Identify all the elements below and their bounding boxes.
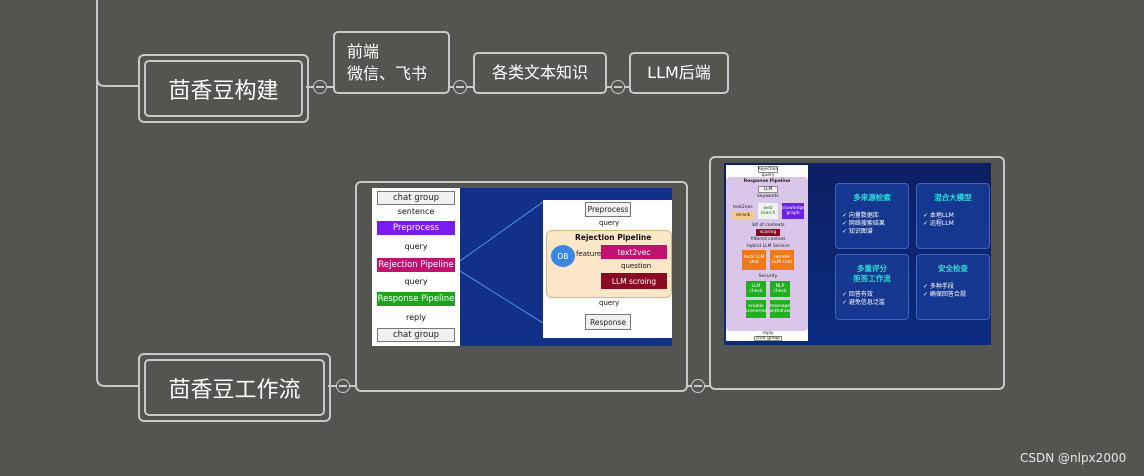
s2-enable-unsafe: enable sceneries [745, 300, 767, 318]
s2-text2vec: text2vec [733, 204, 753, 210]
image-frame-pipeline[interactable] [355, 181, 688, 392]
s2-query: query [761, 173, 775, 178]
card-title-line2: 拒答工作流 [853, 274, 891, 283]
s2-response-pipeline: Response Pipeline [743, 178, 791, 184]
zoom-preprocess: Preprocess [585, 202, 631, 217]
text2vec-box: text2vec [601, 245, 667, 259]
s2-reply: reply [762, 331, 774, 336]
collapse-icon[interactable] [313, 80, 327, 94]
s2-remote-llm: remote LLM chat [770, 250, 794, 270]
s2-chat-group: chat group [754, 336, 782, 341]
flow-column: chat group sentence Preprocess query Rej… [372, 188, 460, 346]
child-frontend[interactable]: 前端 微信、飞书 [333, 31, 450, 94]
child-text-knowledge[interactable]: 各类文本知识 [473, 52, 607, 94]
card-item: ✓ 本地LLM [923, 212, 954, 219]
flow-response: Response Pipeline [377, 292, 455, 306]
question-label: question [621, 262, 652, 270]
rejection-box: Rejection Pipeline DB feature text2vec q… [546, 230, 672, 298]
child-text-knowledge-label: 各类文本知识 [491, 63, 588, 82]
card-multi-scoring: 多重评分 拒答工作流 ✓ 回答有效 ✓ 避免信息泛滥 [835, 254, 909, 320]
image-frame-workflow[interactable] [709, 156, 1005, 390]
s2-message-withdraw: message withdraw [770, 300, 790, 318]
s2-llm-check: LLM check [746, 281, 766, 297]
card-title: 多重评分 [857, 264, 887, 273]
zoom-response: Response [585, 314, 631, 330]
llm-scoring-box: LLM scroing [601, 273, 667, 289]
s2-security: Security [758, 274, 778, 279]
card-item: ✓ 向量数据库 [842, 212, 879, 219]
s2-nlp-check: NLP check [770, 281, 790, 297]
s2-keywords: keywords [757, 194, 779, 199]
flow-query-label: query [404, 277, 428, 286]
build-node-label: 茴香豆构建 [168, 78, 279, 104]
response-pipeline-panel: Rejection query Response Pipeline LLM ke… [726, 165, 808, 341]
card-item: ✓ 确保回答合规 [923, 291, 966, 298]
s2-list-of-contexts: list of contexts [751, 223, 785, 228]
card-item: ✓ 避免信息泛滥 [842, 299, 885, 306]
child-llm-backend[interactable]: LLM后端 [629, 52, 729, 94]
card-hybrid-llm: 混合大模型 ✓ 本地LLM ✓ 远程LLM [916, 183, 990, 249]
s2-llm: LLM [758, 186, 778, 193]
feature-label: feature [576, 250, 602, 258]
flow-reply-label: reply [405, 313, 427, 322]
build-node[interactable]: 茴香豆构建 [138, 54, 309, 123]
flow-rejection: Rejection Pipeline [377, 258, 455, 272]
s2-local-llm: local LLM chat [742, 250, 766, 270]
flow-query-label: query [404, 242, 428, 251]
child-frontend-line1: 前端 [347, 41, 380, 61]
flow-chat-group-top: chat group [377, 191, 455, 205]
zoom-query-bottom: query [599, 299, 620, 307]
rejection-title: Rejection Pipeline [575, 233, 652, 242]
collapse-icon[interactable] [453, 80, 467, 94]
zoom-lines [459, 201, 544, 324]
card-item: ✓ 回答有效 [842, 291, 873, 298]
s2-rejection: Rejection [757, 166, 779, 173]
zoom-query-top: query [599, 219, 620, 227]
s2-scoring: scoring [756, 229, 780, 236]
card-title: 安全检查 [938, 264, 968, 273]
card-item: ✓ 网络搜索结果 [842, 220, 885, 227]
s2-web-search: web search [758, 203, 778, 219]
rejection-zoom: Preprocess query Rejection Pipeline DB f… [543, 200, 672, 338]
card-item: ✓ 多种手段 [923, 283, 954, 290]
watermark: CSDN @nlpx2000 [1020, 451, 1127, 465]
flow-preprocess: Preprocess [377, 221, 455, 235]
s2-purple-panel: Response Pipeline LLM keywords text2vec … [726, 177, 808, 331]
child-frontend-line2: 微信、飞书 [347, 63, 428, 83]
collapse-icon[interactable] [336, 379, 350, 393]
card-item: ✓ 知识图谱 [842, 228, 873, 235]
s2-filtered-context: filtered context [750, 237, 786, 242]
card-multi-source: 多来源检索 ✓ 向量数据库 ✓ 网络搜索结果 ✓ 知识图谱 [835, 183, 909, 249]
card-title: 多来源检索 [853, 193, 891, 202]
card-item: ✓ 远程LLM [923, 220, 954, 227]
s2-rerank: rerank [732, 211, 754, 219]
flow-chat-group-bottom: chat group [377, 328, 455, 342]
flow-sentence-label: sentence [397, 207, 435, 216]
workflow-node-label: 茴香豆工作流 [168, 377, 301, 403]
workflow-node[interactable]: 茴香豆工作流 [138, 353, 331, 422]
collapse-icon[interactable] [691, 379, 705, 393]
card-security: 安全检查 ✓ 多种手段 ✓ 确保回答合规 [916, 254, 990, 320]
db-icon: DB [551, 245, 575, 267]
collapse-icon[interactable] [611, 80, 625, 94]
pipeline-screenshot: chat group sentence Preprocess query Rej… [372, 188, 672, 346]
workflow-screenshot: Rejection query Response Pipeline LLM ke… [724, 163, 991, 345]
card-title: 混合大模型 [934, 193, 972, 202]
s2-hybrid-service: Hybrid LLM Service [746, 244, 790, 249]
s2-knowledge-graph: knowledge graph [781, 203, 805, 219]
child-llm-backend-label: LLM后端 [647, 63, 711, 82]
